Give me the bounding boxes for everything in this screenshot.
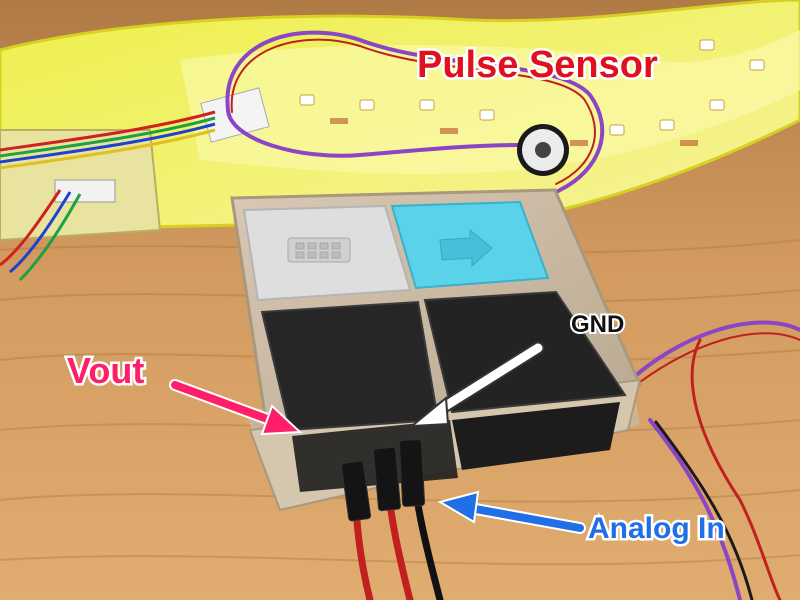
led-strip-copper-marks [330,118,698,146]
vout-arrow [169,379,303,436]
jumper-housings [340,439,426,522]
analog-in-label: Analog In [586,511,728,546]
connector-white [54,179,116,203]
led-chips [299,39,765,136]
gnd-label: GND [569,311,626,339]
vout-label: Vout [64,350,146,391]
right-wires [618,320,800,600]
led-strip-inner-band [180,30,800,175]
ribbon-wires [0,110,216,282]
tile-blue-arrow-icon [439,228,493,268]
connector-strip-socket [200,87,270,143]
pulse-sensor-label: Pulse Sensor [415,44,661,87]
gnd-arrow [409,341,545,428]
pulse-sensor-disc [517,124,569,176]
tile-black-left [260,300,440,432]
black-block-right [452,402,620,470]
tile-white-grid-icon [287,237,351,263]
analog-in-arrow [437,490,586,534]
